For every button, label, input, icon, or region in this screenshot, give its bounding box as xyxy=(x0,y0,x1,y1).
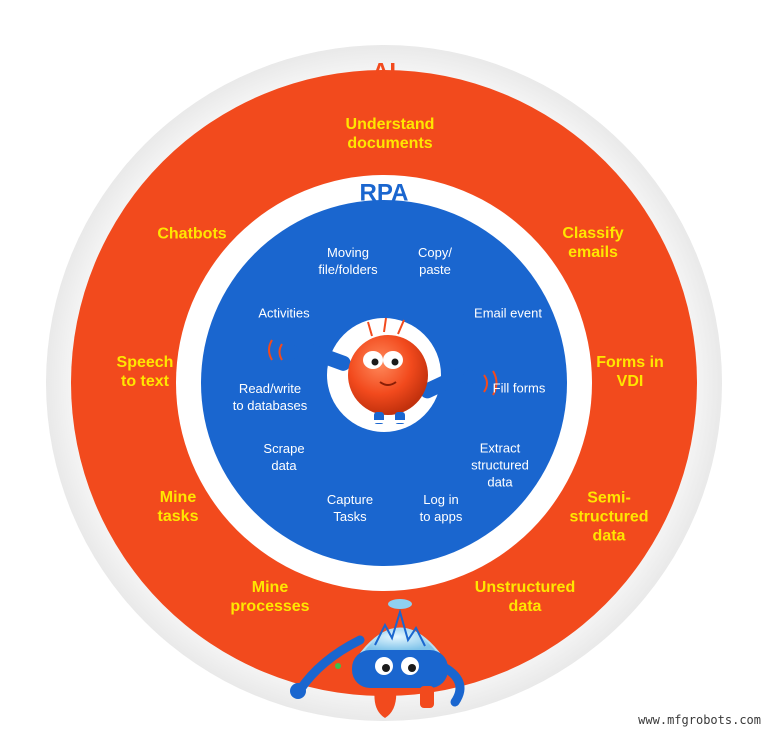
blue-robot-icon xyxy=(290,599,465,718)
watermark: www.mfgrobots.com xyxy=(638,713,761,727)
ai-item-speech-to-text: Speech to text xyxy=(116,354,174,390)
rpa-item-log-in-to-apps: Log in to apps xyxy=(419,492,463,524)
ai-item-mine-tasks: Mine tasks xyxy=(157,489,199,525)
rpa-item-moving-files: Moving file/folders xyxy=(318,245,378,277)
rpa-title: RPA xyxy=(359,179,409,207)
ai-title: AI xyxy=(372,58,396,86)
rpa-item-fill-forms: Fill forms xyxy=(492,380,546,396)
ai-item-unstructured-data: Unstructured data xyxy=(474,579,576,615)
ai-item-understand-documents: Understand documents xyxy=(345,116,435,152)
rpa-item-copy-paste: Copy/ paste xyxy=(418,245,452,277)
rpa-item-activities: Activities xyxy=(258,305,310,321)
rpa-item-capture-tasks: Capture Tasks xyxy=(326,492,374,524)
rpa-item-email-event: Email event xyxy=(474,305,542,321)
ai-item-semi-structured-data: Semi- structured data xyxy=(569,489,649,545)
ai-item-mine-processes: Mine processes xyxy=(230,579,310,615)
ai-item-chatbots: Chatbots xyxy=(157,225,227,243)
rpa-item-read-write-databases: Read/write to databases xyxy=(232,381,308,413)
rpa-item-extract-structured: Extract structured data xyxy=(471,440,529,490)
red-robot-icon xyxy=(268,317,498,424)
ai-item-classify-emails: Classify emails xyxy=(562,225,624,261)
rpa-item-scrape-data: Scrape data xyxy=(263,441,305,473)
ai-item-forms-in-vdi: Forms in VDI xyxy=(596,354,664,390)
